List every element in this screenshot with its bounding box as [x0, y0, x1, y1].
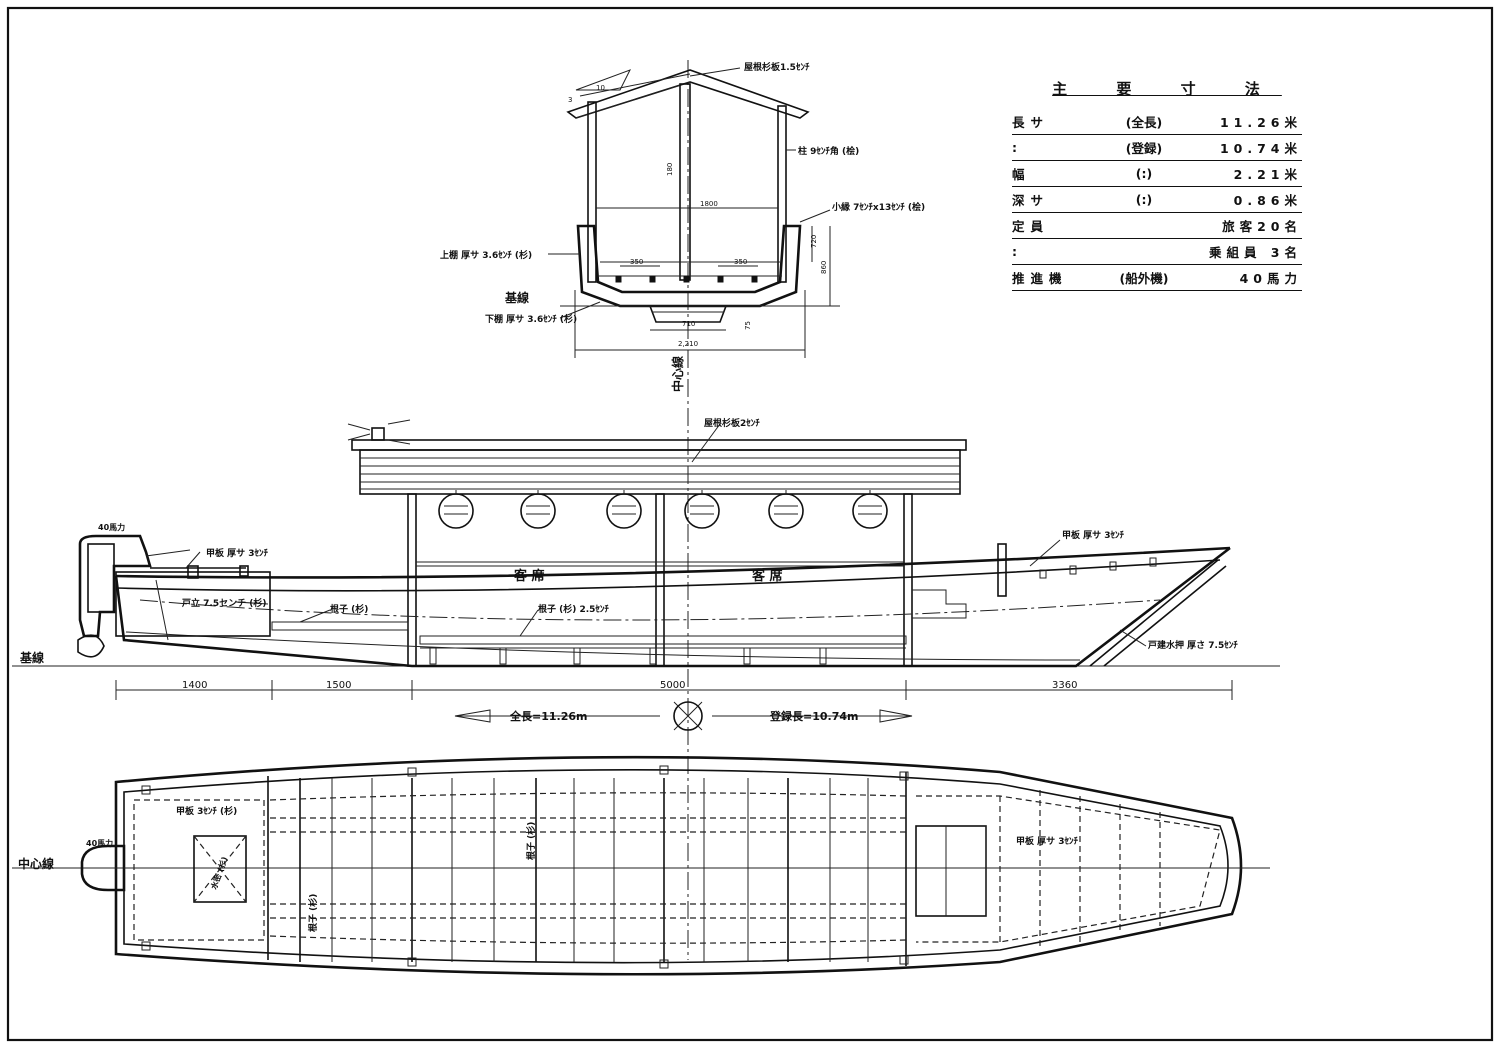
spec-row: : (登録) 10.74米	[1012, 135, 1302, 161]
label-profile-cabin-right: 客 席	[752, 568, 783, 584]
label-section-centerline: 中心線	[670, 356, 685, 392]
spec-title: 主 要 寸 法	[1052, 80, 1282, 98]
spec-value: 40馬力	[1239, 271, 1302, 286]
label-plan-engine: 40馬力	[86, 838, 113, 848]
label-section-gunwale: 小縁 7ｾﾝﾁx13ｾﾝﾁ (桧)	[831, 201, 925, 213]
profile-elevation: 40馬力 甲板 厚サ 3ｾﾝﾁ 戸立 7.5センチ (杉) 根子 (杉) 根子 …	[12, 417, 1280, 731]
spec-value: 乗組員 3名	[1208, 245, 1302, 260]
label-profile-floor-mid: 根子 (杉) 2.5ｾﾝﾁ	[538, 603, 609, 615]
dim-section-10: 10	[596, 84, 605, 92]
dim-section-bottom: 710	[682, 320, 695, 328]
spec-row: 定員 旅客20名	[1012, 213, 1302, 239]
label-profile-engine: 40馬力	[98, 522, 125, 532]
dim-section-side: 720	[810, 235, 818, 248]
sheet-border	[6, 6, 1494, 1042]
lanterns	[438, 490, 888, 529]
spec-row: 推進機 (船外機) 40馬力	[1012, 265, 1302, 291]
spec-note: (:)	[1135, 166, 1153, 181]
label-profile-transom: 戸立 7.5センチ (杉)	[182, 597, 266, 609]
spec-value: 10.74米	[1219, 141, 1302, 156]
dim-section-height: 180	[666, 163, 674, 176]
spec-label: 長サ	[1012, 115, 1050, 130]
dim-profile-1500: 1500	[326, 680, 351, 691]
spec-value: 旅客20名	[1222, 219, 1302, 234]
spec-row: : 乗組員 3名	[1012, 239, 1302, 265]
spec-label: 深サ	[1012, 193, 1050, 208]
label-section-roof: 屋根杉板1.5ｾﾝﾁ	[744, 61, 810, 73]
label-profile-deck-aft: 甲板 厚サ 3ｾﾝﾁ	[206, 547, 269, 559]
dim-section-75: 75	[744, 321, 752, 330]
spec-label: :	[1012, 244, 1023, 259]
label-section-lower-plank: 下棚 厚サ 3.6ｾﾝﾁ (杉)	[485, 313, 577, 325]
dim-section-350a: 350	[630, 258, 643, 266]
label-plan-floor-b: 根子 (杉)	[307, 894, 319, 932]
label-plan-floor-a: 根子 (杉)	[525, 822, 537, 860]
label-profile-cabin-left: 客 席	[514, 568, 545, 584]
label-plan-deck-fwd: 甲板 厚サ 3ｾﾝﾁ	[1016, 835, 1079, 847]
spec-note: (全長)	[1125, 115, 1163, 130]
label-profile-deck-fwd: 甲板 厚サ 3ｾﾝﾁ	[1062, 529, 1125, 541]
spec-row: 深サ (:) 0.86米	[1012, 187, 1302, 213]
spec-label: 推進機	[1012, 271, 1068, 286]
spec-note: (登録)	[1125, 141, 1163, 156]
dim-section-350b: 350	[734, 258, 747, 266]
spec-row: 幅 (:) 2.21米	[1012, 161, 1302, 187]
spec-note: (:)	[1135, 192, 1153, 207]
dim-profile-5000: 5000	[660, 680, 685, 691]
label-section-post: 柱 9ｾﾝﾁ角 (桧)	[798, 145, 859, 157]
label-loa: 全長=11.26m	[509, 709, 587, 723]
label-profile-baseline: 基線	[19, 650, 44, 665]
label-profile-roof: 屋根杉板2ｾﾝﾁ	[704, 417, 760, 429]
midship-section: 屋根杉板1.5ｾﾝﾁ 柱 9ｾﾝﾁ角 (桧) 小縁 7ｾﾝﾁx13ｾﾝﾁ (桧)…	[440, 60, 925, 960]
principal-dimensions-table: 主 要 寸 法 長サ (全長) 11.26米 : (登録) 10.74米 幅 (…	[1012, 78, 1302, 291]
label-plan-hatch: 水密 (杉)	[208, 855, 229, 891]
dim-profile-3360: 3360	[1052, 680, 1077, 691]
label-profile-stem: 戸建水押 厚さ 7.5ｾﾝﾁ	[1148, 639, 1238, 651]
dim-section-inner: 1800	[700, 200, 718, 208]
label-section-upper-plank: 上棚 厚サ 3.6ｾﾝﾁ (杉)	[440, 249, 532, 261]
spec-row: 長サ (全長) 11.26米	[1012, 109, 1302, 135]
spec-value: 11.26米	[1219, 115, 1302, 130]
dim-section-3: 3	[568, 96, 572, 104]
spec-value: 0.86米	[1233, 193, 1302, 208]
dim-section-depth: 860	[820, 261, 828, 274]
label-profile-floor-aft: 根子 (杉)	[330, 603, 368, 615]
label-section-baseline: 基線	[504, 290, 529, 305]
spec-label: 定員	[1012, 219, 1050, 234]
label-registered-length: 登録長=10.74m	[769, 709, 858, 723]
label-plan-centerline: 中心線	[18, 856, 54, 871]
spec-note: (船外機)	[1119, 271, 1169, 286]
spec-label: :	[1012, 140, 1023, 155]
label-plan-deck-aft: 甲板 3ｾﾝﾁ (杉)	[176, 805, 237, 817]
dim-profile-1400: 1400	[182, 680, 207, 691]
spec-label: 幅	[1012, 167, 1031, 182]
spec-value: 2.21米	[1233, 167, 1302, 182]
dim-section-beam: 2,210	[678, 340, 698, 348]
plan-view: 甲板 3ｾﾝﾁ (杉) 40馬力 甲板 厚サ 3ｾﾝﾁ 根子 (杉) 根子 (杉…	[12, 755, 1270, 976]
